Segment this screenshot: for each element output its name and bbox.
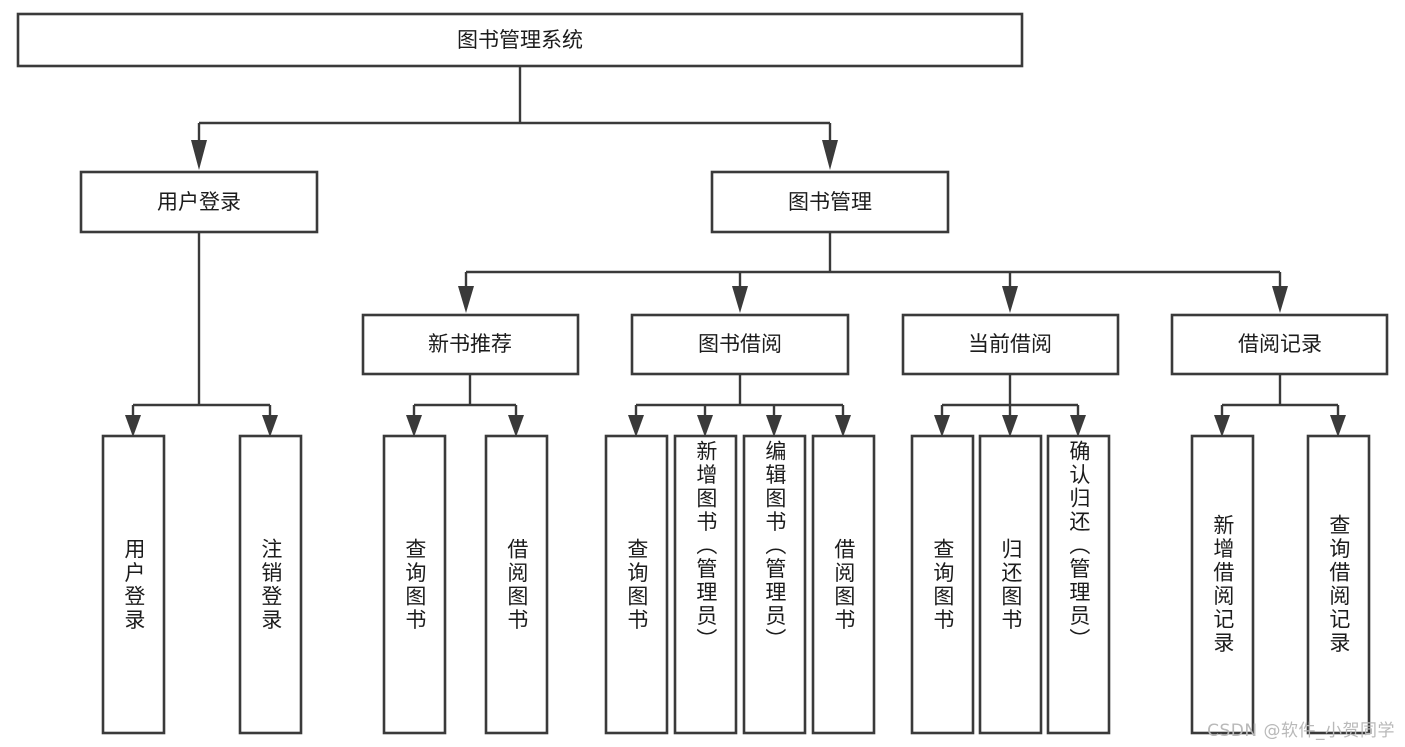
node-user-login-box[interactable] [79, 170, 319, 234]
node-leaf-edit-book-box[interactable] [742, 434, 807, 735]
connector-group-current-borrow [934, 374, 1086, 437]
node-leaf-user-login-box[interactable] [101, 434, 166, 735]
arrow-head-leaf-logout-login [262, 415, 278, 437]
node-root-box[interactable] [16, 12, 1024, 68]
node-book-borrow-label: 图书借阅 [698, 332, 782, 356]
leaf-boxes [101, 434, 1371, 735]
node-leaf-add-record-box[interactable] [1190, 434, 1255, 735]
arrow-head-leaf-query-book-1 [406, 415, 422, 437]
node-leaf-logout-login-box[interactable] [238, 434, 303, 735]
node-current-borrow-label: 当前借阅 [968, 332, 1052, 356]
arrow-head-leaf-borrow-book-1 [508, 415, 524, 437]
node-root[interactable]: 图书管理系统 [16, 12, 1024, 68]
arrow-head-leaf-confirm-return [1070, 415, 1086, 437]
arrow-head-leaf-edit-book [766, 415, 782, 437]
arrow-head-leaf-query-book-2 [628, 415, 644, 437]
connector-group-book-borrow [628, 374, 851, 437]
connector-group-root [191, 66, 838, 170]
arrow-head-leaf-query-record [1330, 415, 1346, 437]
arrow-head-book-manage [822, 140, 838, 170]
node-book-manage-box[interactable] [710, 170, 950, 234]
connector-group-borrow-record [1214, 374, 1346, 437]
connector-group-new-book-recommend [406, 374, 524, 437]
arrow-head-leaf-borrow-book-2 [835, 415, 851, 437]
node-leaf-return-book-box[interactable] [978, 434, 1043, 735]
node-borrow-record-label: 借阅记录 [1238, 332, 1322, 356]
node-current-borrow-box[interactable] [901, 313, 1120, 376]
node-book-manage[interactable]: 图书管理 [710, 170, 950, 234]
node-new-book-recommend[interactable]: 新书推荐 [361, 313, 580, 376]
node-user-login[interactable]: 用户登录 [79, 170, 319, 234]
node-new-book-recommend-label: 新书推荐 [428, 332, 512, 356]
arrow-head-new-book-recommend [458, 286, 474, 313]
node-new-book-recommend-box[interactable] [361, 313, 580, 376]
arrow-head-leaf-user-login [125, 415, 141, 437]
node-leaf-borrow-book-2-box[interactable] [811, 434, 876, 735]
node-book-borrow[interactable]: 图书借阅 [630, 313, 850, 376]
node-leaf-borrow-book-1-box[interactable] [484, 434, 549, 735]
node-book-borrow-box[interactable] [630, 313, 850, 376]
arrow-head-leaf-query-book-3 [934, 415, 950, 437]
arrow-head-user-login [191, 140, 207, 170]
node-leaf-add-book-box[interactable] [673, 434, 738, 735]
node-leaf-query-book-1-box[interactable] [382, 434, 447, 735]
arrow-head-leaf-add-book [697, 415, 713, 437]
node-leaf-query-book-2-box[interactable] [604, 434, 669, 735]
arrow-head-borrow-record [1272, 286, 1288, 313]
watermark-text: CSDN @软件_小贺同学 [1207, 721, 1395, 741]
node-book-manage-label: 图书管理 [788, 190, 872, 214]
node-leaf-query-book-3-box[interactable] [910, 434, 975, 735]
arrow-head-leaf-add-record [1214, 415, 1230, 437]
arrow-head-leaf-return-book [1002, 415, 1018, 437]
node-leaf-query-record-box[interactable] [1306, 434, 1371, 735]
node-root-label: 图书管理系统 [457, 28, 583, 52]
arrow-head-book-borrow [732, 286, 748, 313]
connector-group-user-login [125, 232, 278, 437]
node-current-borrow[interactable]: 当前借阅 [901, 313, 1120, 376]
node-leaf-confirm-return-box[interactable] [1046, 434, 1111, 735]
arrow-head-current-borrow [1002, 286, 1018, 313]
node-borrow-record[interactable]: 借阅记录 [1170, 313, 1389, 376]
node-borrow-record-box[interactable] [1170, 313, 1389, 376]
connector-group-book-manage [458, 232, 1288, 313]
node-user-login-label: 用户登录 [157, 190, 241, 214]
